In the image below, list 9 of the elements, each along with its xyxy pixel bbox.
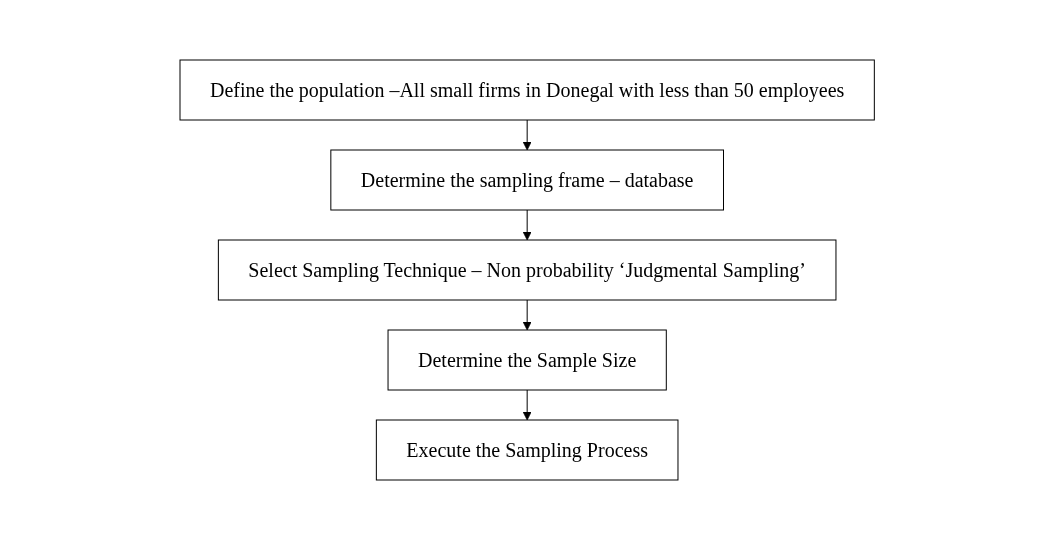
arrow xyxy=(523,389,532,420)
node-box: Determine the sampling frame – database xyxy=(330,149,725,210)
node-box: Define the population –All small firms in Donegal with less than 50 employees xyxy=(179,59,876,120)
arrow xyxy=(523,299,532,330)
arrow xyxy=(523,119,532,150)
node-box: Determine the Sample Size xyxy=(387,329,668,390)
node-box: Execute the Sampling Process xyxy=(376,419,679,480)
node-box: Select Sampling Technique – Non probability ‘Judgmental Sampling’ xyxy=(218,239,837,300)
arrow xyxy=(523,209,532,240)
